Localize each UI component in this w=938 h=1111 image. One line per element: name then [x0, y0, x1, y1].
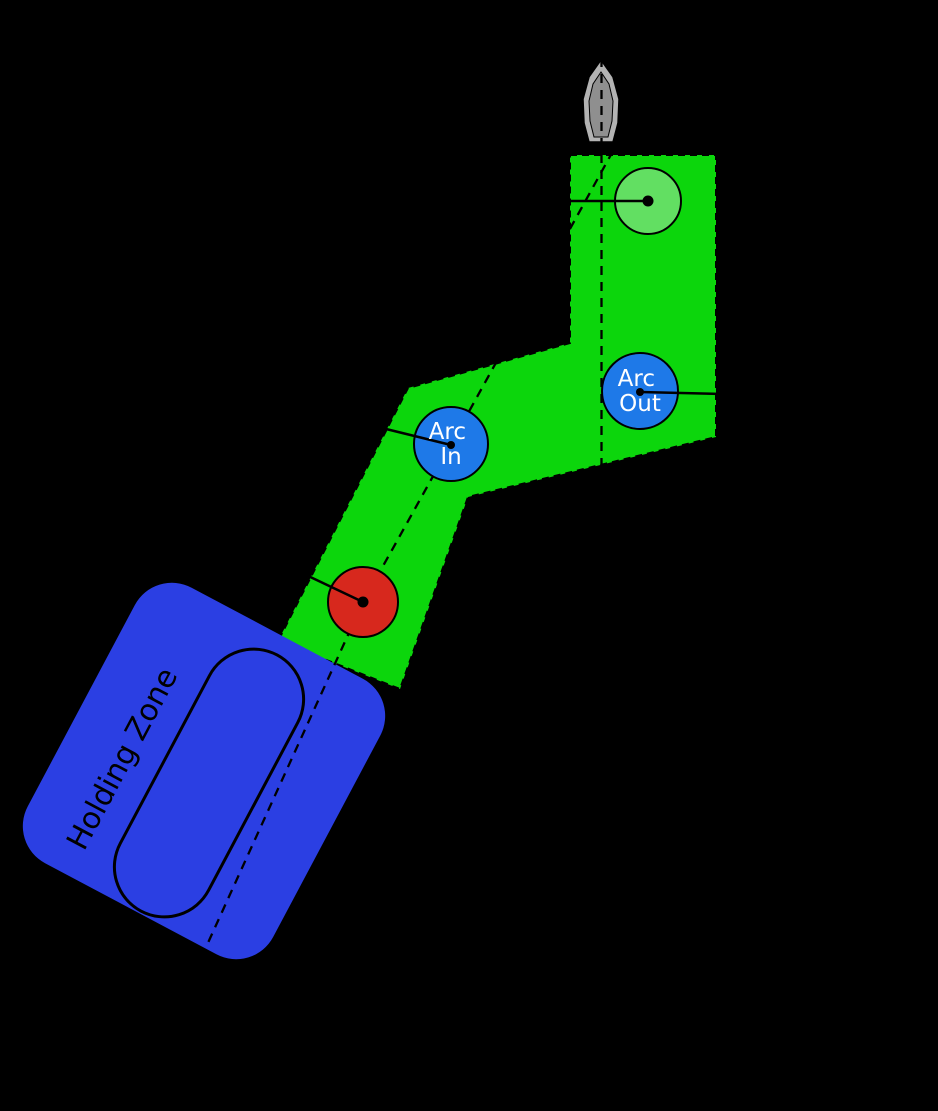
arc-out-label-line1: Arc	[618, 366, 655, 392]
vessel-icon	[582, 58, 620, 143]
holding-entry-center-dot	[357, 596, 369, 608]
arc-out-center-dot	[636, 388, 644, 396]
arc-in-leader-line	[381, 426, 452, 447]
vessel-deck	[588, 71, 614, 138]
arc-out-label: Arc Out	[618, 366, 663, 417]
arc-out-leader-line	[639, 390, 724, 396]
arc-out-label-line2: Out	[619, 391, 661, 417]
arc-in-label-line1: Arc	[429, 419, 466, 445]
transit-route-dashed-line	[205, 150, 615, 946]
arc-in-center-dot	[447, 441, 455, 449]
holding-entry-leader-line	[303, 572, 364, 604]
approach-corridor	[276, 154, 717, 691]
dock-waypoint-center-dot	[642, 195, 654, 207]
holding-zone-capsule-outline	[112, 647, 306, 919]
holding-zone-capsule-group	[112, 647, 306, 919]
arc-in-label: Arc In	[429, 419, 474, 470]
arc-in-label-line2: In	[440, 444, 461, 470]
